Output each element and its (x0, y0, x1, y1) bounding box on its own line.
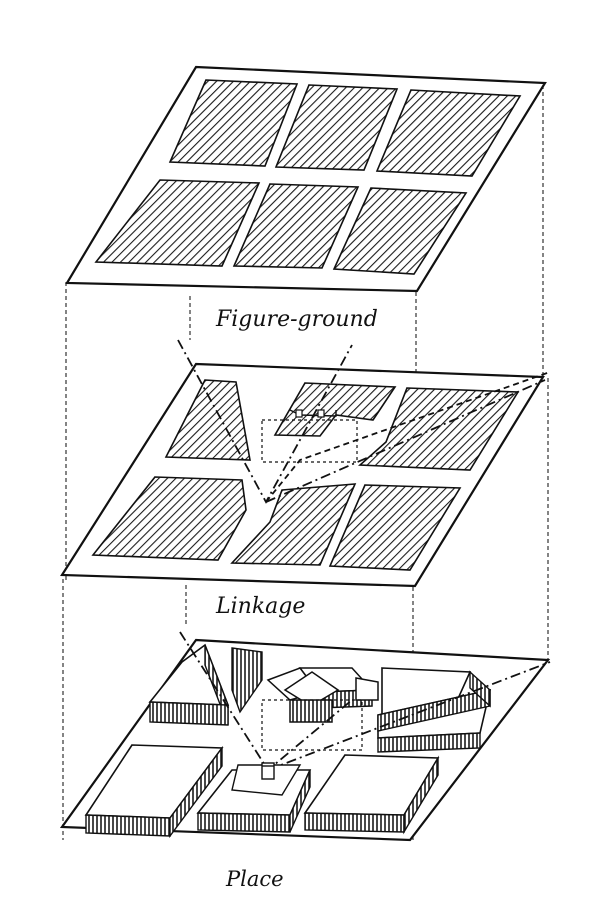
linkage-path-lines (177, 339, 551, 504)
linkage-layer (60, 339, 551, 588)
wall (169, 745, 223, 839)
block (168, 79, 299, 167)
linkage-blocks (91, 379, 520, 571)
wall (289, 769, 311, 833)
block (357, 387, 520, 471)
place-path-lines (179, 631, 551, 796)
block (328, 484, 462, 571)
block (332, 187, 468, 275)
wall (231, 647, 263, 714)
place-block-walls (85, 644, 491, 839)
block (274, 84, 399, 171)
landmark-icon (261, 762, 275, 780)
block (375, 89, 522, 177)
wall (149, 701, 229, 726)
linkage-label: Linkage (216, 594, 306, 619)
block (230, 483, 357, 566)
wall (403, 755, 439, 835)
figure-ground-label: Figure-ground (216, 307, 378, 332)
block (164, 379, 251, 461)
block (91, 476, 247, 561)
figure-ground-blocks (94, 79, 522, 275)
place-layer (59, 631, 551, 842)
wall (304, 812, 405, 833)
place-label: Place (226, 867, 284, 891)
wall (197, 812, 291, 833)
figure-ground-layer (65, 65, 547, 293)
block (232, 183, 360, 269)
central-building (266, 667, 379, 723)
wall (377, 732, 481, 753)
wall (85, 814, 171, 837)
block (94, 179, 261, 267)
